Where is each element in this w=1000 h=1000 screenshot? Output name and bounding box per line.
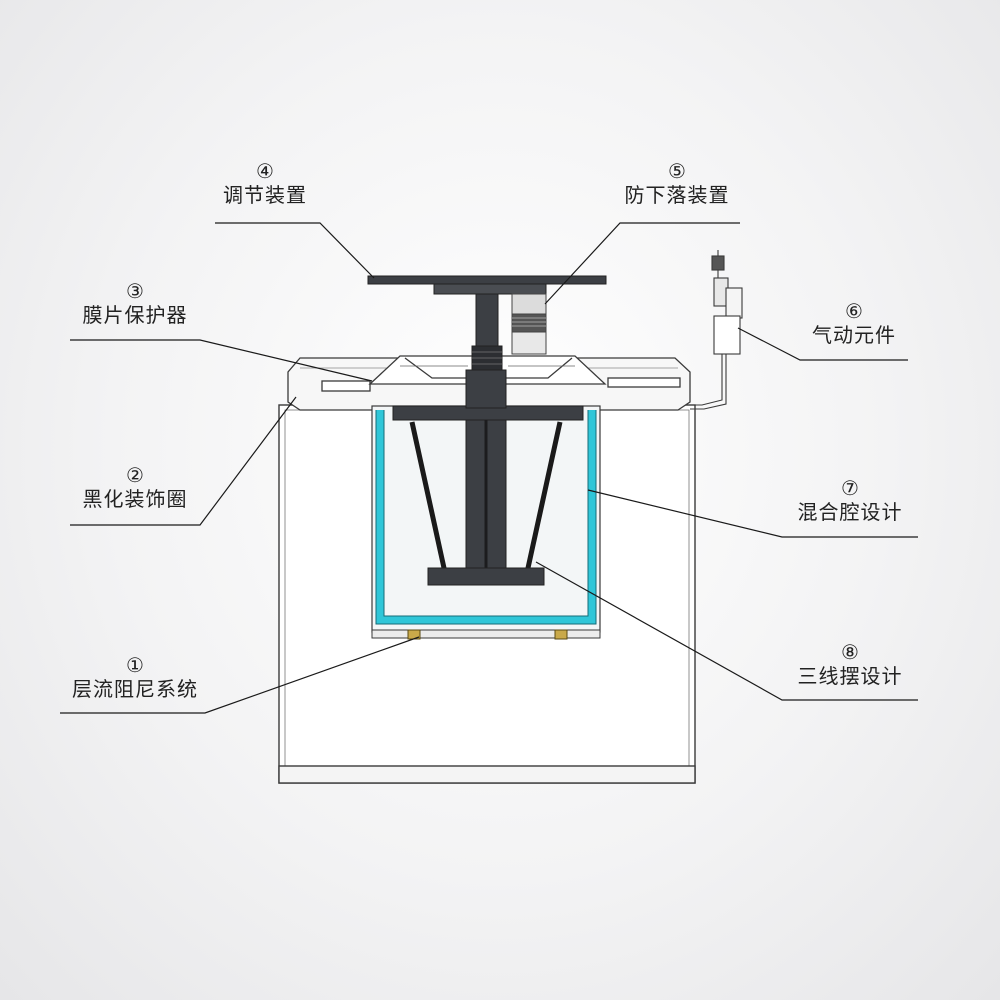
callout-number: ⑤ bbox=[668, 159, 686, 183]
callout-label: 防下落装置 bbox=[624, 183, 730, 207]
leader-line-2 bbox=[70, 396, 297, 526]
callout-mixing-cavity: ⑦ 混合腔设计 bbox=[782, 477, 918, 525]
callout-label: 层流阻尼系统 bbox=[72, 677, 198, 701]
leader-line-3 bbox=[70, 339, 373, 382]
leader-line-6 bbox=[737, 327, 908, 361]
callout-pneumatic-component: ⑥ 气动元件 bbox=[800, 300, 908, 348]
callout-number: ⑧ bbox=[841, 640, 859, 664]
laminar-damper-feet bbox=[407, 629, 568, 640]
adjustment-device bbox=[367, 275, 607, 409]
callout-blackened-decorative-ring: ② 黑化装饰圈 bbox=[70, 464, 200, 512]
callout-adjustment-device: ④ 调节装置 bbox=[210, 160, 320, 208]
callout-label: 混合腔设计 bbox=[797, 500, 903, 524]
leader-line-8 bbox=[535, 561, 918, 701]
leader-line-5 bbox=[544, 222, 740, 305]
callout-laminar-damping-system: ① 层流阻尼系统 bbox=[60, 654, 210, 702]
callout-number: ⑦ bbox=[841, 476, 859, 500]
three-wire-pendulum bbox=[392, 405, 584, 586]
leader-line-7 bbox=[587, 489, 918, 538]
leader-lines bbox=[60, 222, 918, 714]
anti-drop-device bbox=[511, 293, 547, 355]
callout-number: ④ bbox=[256, 159, 274, 183]
callout-label: 调节装置 bbox=[223, 183, 307, 207]
callout-membrane-protector: ③ 膜片保护器 bbox=[70, 280, 200, 328]
callout-anti-drop-device: ⑤ 防下落装置 bbox=[612, 160, 742, 208]
pneumatic-component bbox=[690, 250, 743, 410]
callout-number: ② bbox=[126, 463, 144, 487]
leader-line-4 bbox=[215, 222, 375, 279]
callout-number: ⑥ bbox=[845, 299, 863, 323]
callout-three-wire-pendulum: ⑧ 三线摆设计 bbox=[782, 641, 918, 689]
leader-line-1 bbox=[60, 636, 420, 714]
callout-label: 三线摆设计 bbox=[797, 664, 903, 688]
callout-label: 黑化装饰圈 bbox=[82, 487, 188, 511]
callout-number: ③ bbox=[126, 279, 144, 303]
callout-number: ① bbox=[126, 653, 144, 677]
callout-label: 膜片保护器 bbox=[82, 303, 188, 327]
callout-label: 气动元件 bbox=[812, 323, 896, 347]
